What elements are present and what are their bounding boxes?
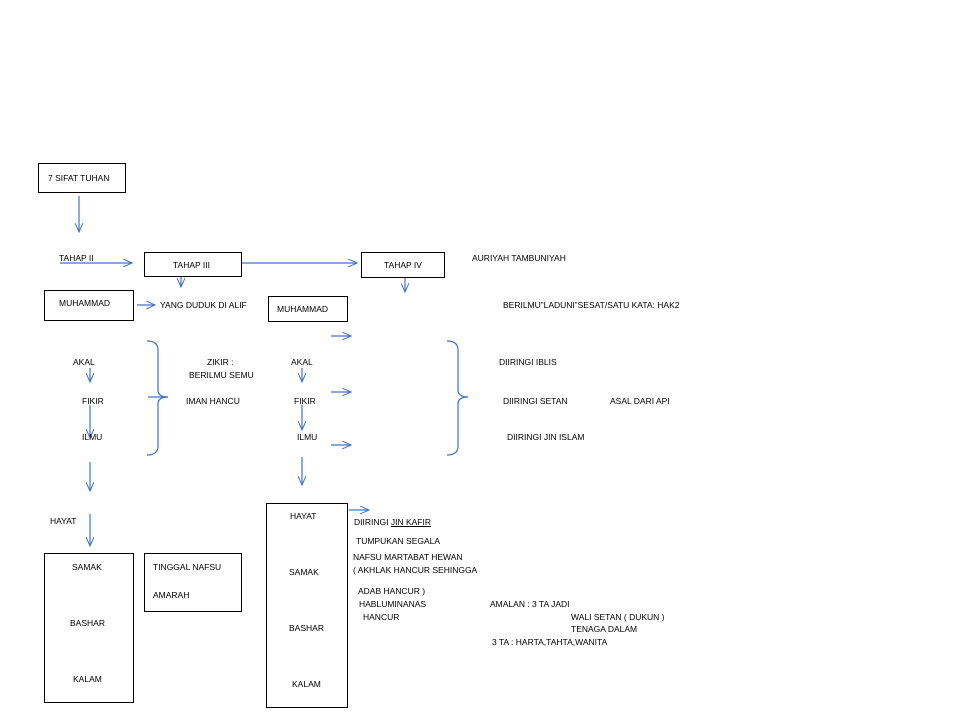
label-berilmu-semu: BERILMU SEMU	[189, 370, 254, 380]
label-akal-left: AKAL	[73, 357, 95, 367]
label-ilmu-left: ILMU	[82, 432, 103, 442]
box-left-lower	[44, 553, 134, 703]
label-bashar-left: BASHAR	[70, 618, 105, 628]
label-adab-hancur: ADAB HANCUR )	[358, 586, 426, 596]
label-diiringi-iblis: DIIRINGI IBLIS	[499, 357, 557, 367]
label-zikir: ZIKIR :	[207, 357, 234, 367]
label-tahap-ii: TAHAP II	[59, 253, 94, 263]
label-kalam-right: KALAM	[292, 679, 321, 689]
label-iman-hancu: IMAN HANCU	[186, 396, 240, 406]
label-muhammad-right: MUHAMMAD	[277, 304, 328, 314]
label-muhammad-left: MUHAMMAD	[59, 298, 110, 308]
label-tiga-ta: 3 TA : HARTA,TAHTA,WANITA	[492, 637, 608, 647]
label-habluminanas: HABLUMINANAS	[359, 599, 427, 609]
label-fikir-right: FIKIR	[294, 396, 316, 406]
box-tahap-iv: TAHAP IV	[361, 252, 445, 278]
label-hancur: HANCUR	[363, 612, 400, 622]
label-akal-right: AKAL	[291, 357, 313, 367]
label-amalan: AMALAN : 3 TA JADI	[490, 599, 570, 609]
label-diiringi-jin-kafir: DIIRINGI JIN KAFIR	[354, 517, 431, 527]
box-right-lower	[266, 503, 348, 708]
label-bashar-right: BASHAR	[289, 623, 324, 633]
label-hayat-right: HAYAT	[290, 511, 317, 521]
label-samak-right: SAMAK	[289, 567, 319, 577]
right-brace	[446, 340, 469, 456]
label-akhlak-hancur: ( AKHLAK HANCUR SEHINGGA	[353, 565, 478, 575]
label-diiringi-jin-islam: DIIRINGI JIN ISLAM	[507, 432, 585, 442]
label-diiringi-prefix: DIIRINGI	[354, 517, 391, 527]
box-muhammad-left: MUHAMMAD	[44, 290, 134, 321]
box-muhammad-right: MUHAMMAD	[268, 296, 348, 322]
box-tinggal-nafsu: TINGGAL NAFSU AMARAH	[144, 553, 242, 612]
label-diiringi-setan: DIIRINGI SETAN	[503, 396, 568, 406]
left-brace	[146, 340, 169, 456]
box-7-sifat-tuhan: 7 SIFAT TUHAN	[38, 163, 126, 193]
label-nafsu-martabat: NAFSU MARTABAT HEWAN	[353, 552, 463, 562]
label-wali-setan: WALI SETAN ( DUKUN )	[571, 612, 665, 622]
label-jin-kafir: JIN KAFIR	[390, 517, 431, 527]
label-yang-duduk: YANG DUDUK DI ALIF	[160, 300, 247, 310]
label-tenaga-dalam: TENAGA DALAM	[571, 624, 638, 634]
label-tahap-iv: TAHAP IV	[384, 260, 422, 270]
label-7-sifat-tuhan: 7 SIFAT TUHAN	[48, 173, 110, 183]
label-asal-dari-api: ASAL DARI API	[610, 396, 670, 406]
label-fikir-left: FIKIR	[82, 396, 104, 406]
label-auriyah: AURIYAH TAMBUNIYAH	[472, 253, 566, 263]
box-tahap-iii: TAHAP III	[144, 252, 242, 277]
label-amarah: AMARAH	[153, 590, 190, 600]
label-tinggal-nafsu: TINGGAL NAFSU	[153, 562, 222, 572]
label-hayat-left: HAYAT	[50, 516, 77, 526]
label-ilmu-right: ILMU	[297, 432, 318, 442]
label-kalam-left: KALAM	[73, 674, 102, 684]
label-tumpukan-segala: TUMPUKAN SEGALA	[356, 536, 441, 546]
label-berilmu-laduni: BERILMU”LADUNI”SESAT/SATU KATA: HAK2	[503, 300, 680, 310]
label-tahap-iii: TAHAP III	[173, 260, 211, 270]
label-samak-left: SAMAK	[72, 562, 102, 572]
